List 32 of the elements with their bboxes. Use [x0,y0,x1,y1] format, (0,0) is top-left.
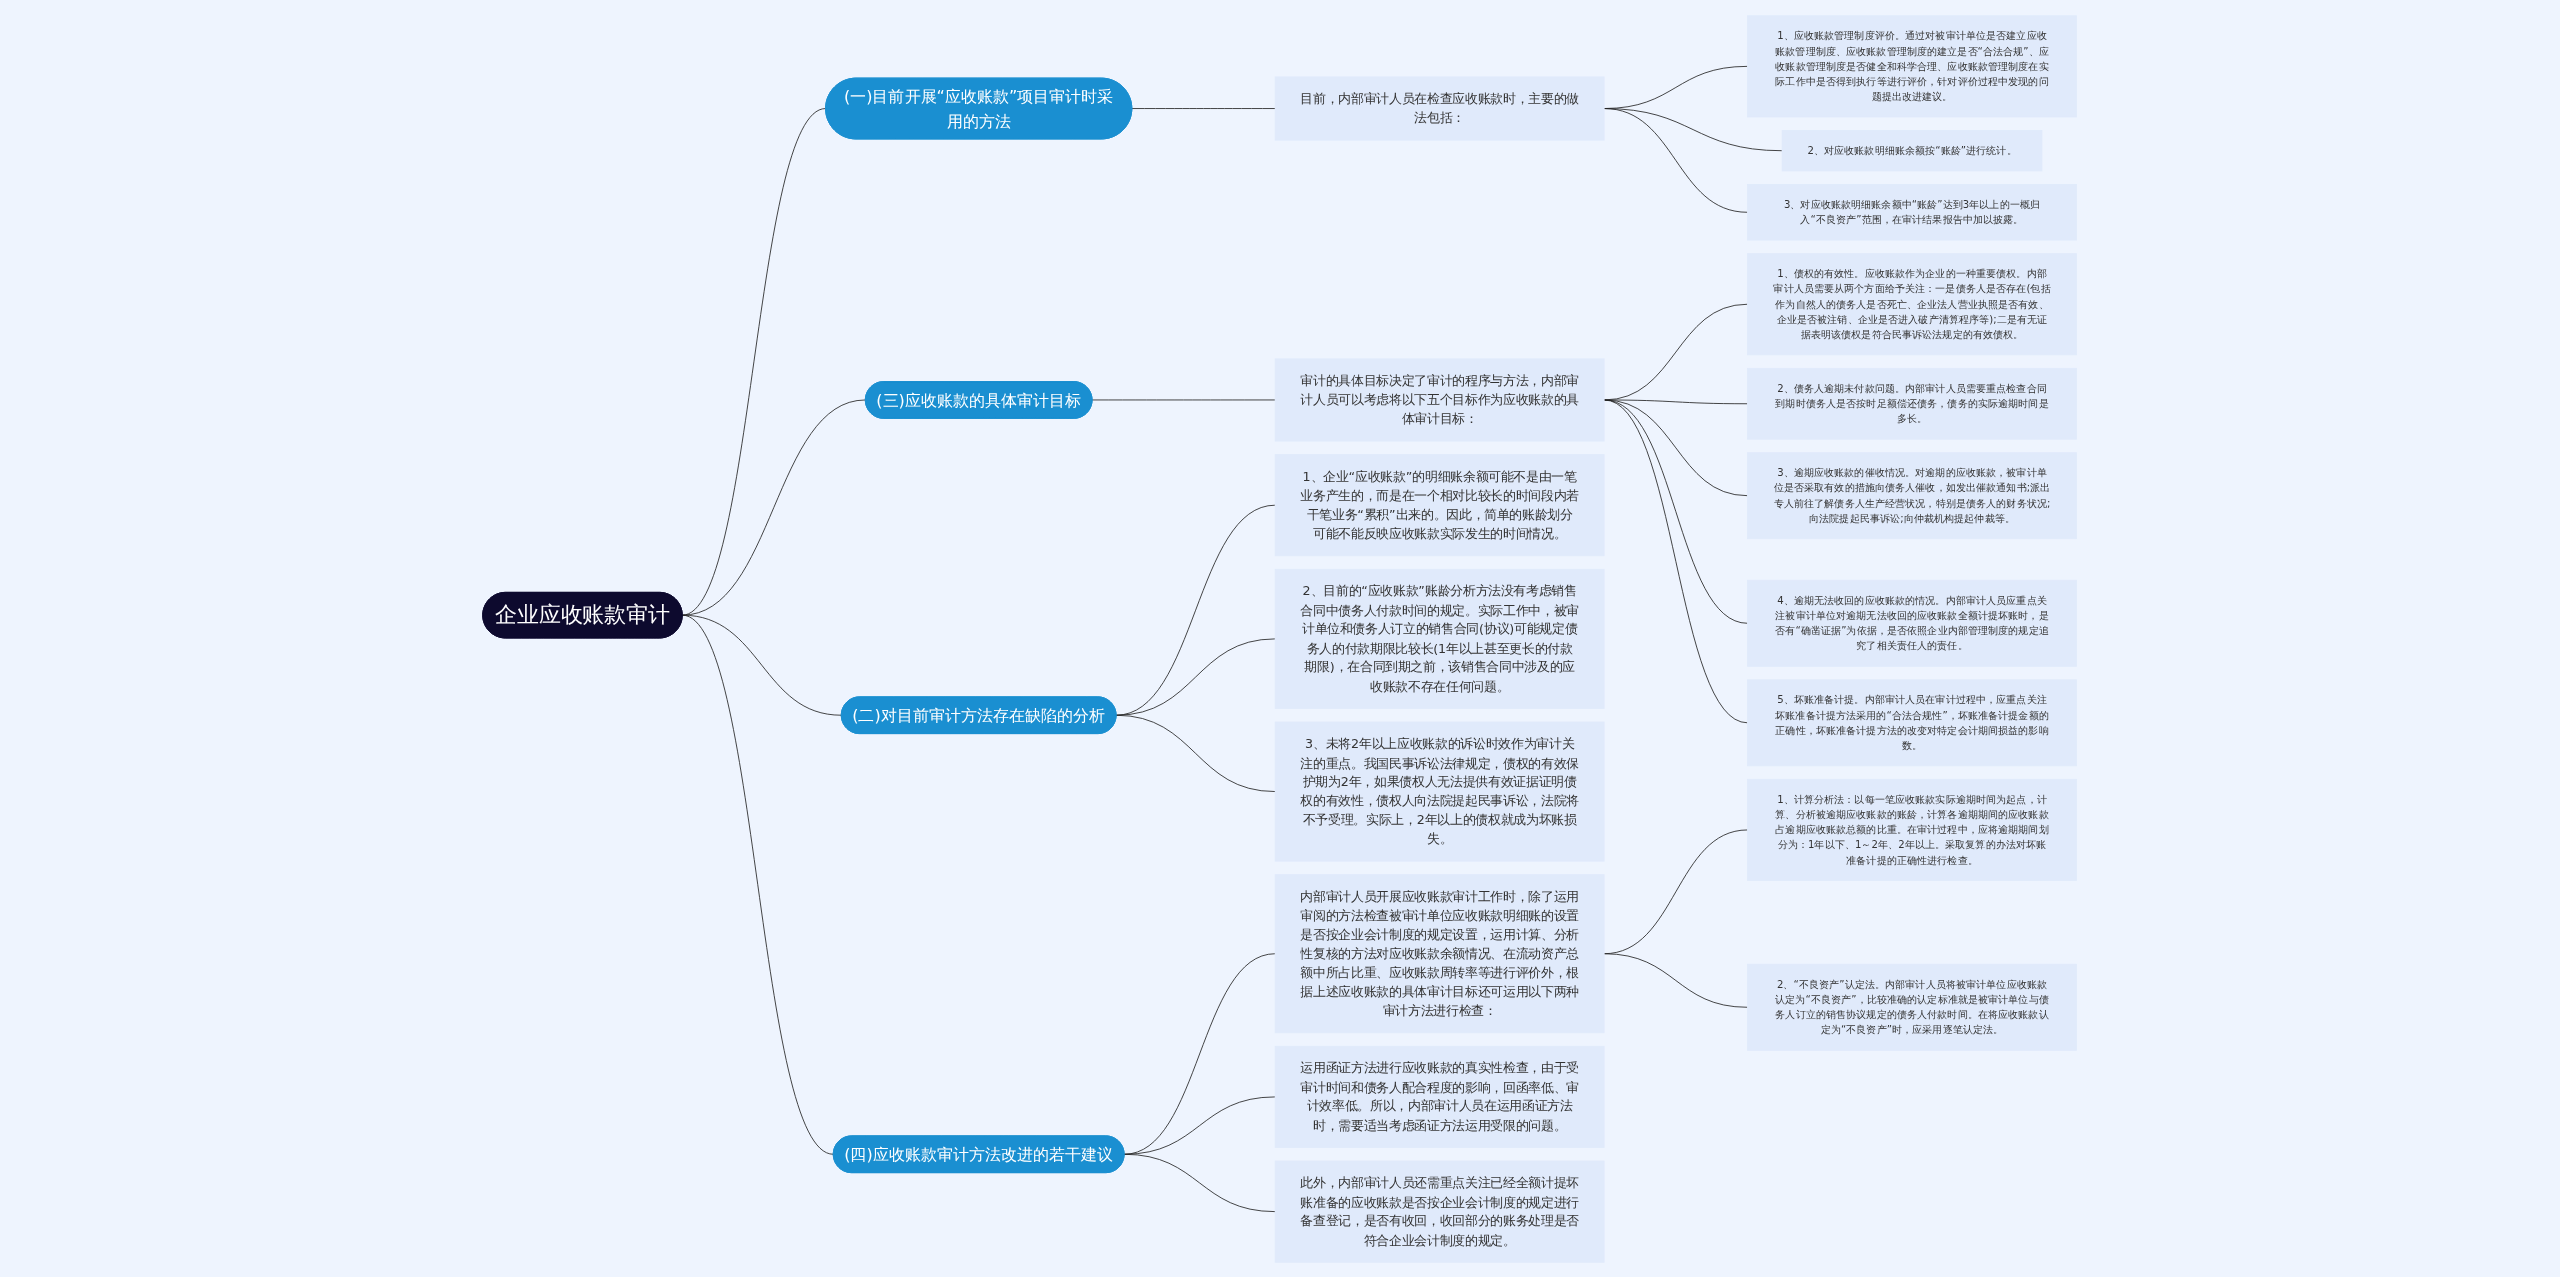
node-box: 运用函证方法进行应收账款的真实性检查，由于受审计时间和债务人配合程度的影响，回函率低、审计效率低。所以，内部审计人员在运用函证方法时，需要适当考虑函证方法运用受限的问题。 [1275,1045,1605,1148]
node-box: 1、计算分析法：以每一笔应收账款实际逾期时间为起点，计算、分析被逾期应收账款的账龄，计算各逾期期间的应收账款占逾期应收账款总额的比重。在审计过程中，应将逾期期间划分为：1年以下、1～2年、2年以上。采取复算的办法对坏账准备计提的正确性进行检查。 [1747,778,2078,881]
node-box: 3、未将2年以上应收账款的诉讼时效作为审计关注的重点。我国民事诉讼法律规定，债权的有效保护期为2年，如果债权人无法提供有效证据证明债权的有效性，债权人向法院提起民事诉讼，法院将不予受理。实际上，2年以上的债权就成为坏账损失。 [1275,721,1605,862]
node-box: 2、目前的“应收账款”账龄分析方法没有考虑销售合同中债务人付款时间的规定。实际工作中，被审计单位和债务人订立的销售合同(协议)可能规定债务人的付款期限比较长(1年以上甚至更长的付款期限)，在合同到期之前，该销售合同中涉及的应收账款不存在任何问题。 [1275,568,1605,709]
connector [1604,107,1749,213]
node-box: 目前，内部审计人员在检查应收账款时，主要的做法包括： [1275,76,1605,141]
node-box: 5、坏账准备计提。内部审计人员在审计过程中，应重点关注坏账准备计提方法采用的“合法合规性”，坏账准备计提金额的正确性，坏账准备计提方法的改变对特定会计期间损益的影响数。 [1747,678,2078,766]
node-box: 内部审计人员开展应收账款审计工作时，除了运用审阅的方法检查被审计单位应收账款明细账的设置是否按企业会计制度的规定设置，运用计算、分析性复核的方法对应收账款余额情况、在流动资产总额中所占比重、应收账款周转率等进行评价外，根据上述应收账款的具体审计目标还可运用以下两种审计方法进行检查： [1275,873,1605,1033]
connector [1604,952,1749,1008]
node-box: 1、债权的有效性。应收账款作为企业的一种重要债权。内部审计人员需要从两个方面给予关注：一是债务人是否存在(包括作为自然人的债务人是否死亡、企业法人营业执照是否有效、企业是否被注销、企业是否进入破产清算程序等);二是有无证据表明该债权是符合民事诉讼法规定的有效债权。 [1747,252,2078,355]
connector [1124,1096,1276,1155]
node-box: 3、对应收账款明细账余额中“账龄”达到3年以上的一概归入“不良资产”范围，在审计结果报告中加以披露。 [1747,183,2078,241]
node-box: 3、逾期应收账款的催收情况。对逾期的应收账款，被审计单位是否采取有效的措施向债务人催收，如发出催款通知书;派出专人前往了解债务人生产经营状况，特别是债务人的财务状况;向法院提起民事诉讼;向仲裁机构提起仲裁等。 [1747,451,2078,539]
connector [1116,714,1276,792]
node-box: 2、对应收账款明细账余额按“账龄”进行统计。 [1782,129,2043,171]
connector [1604,399,1749,723]
connector [682,614,835,1155]
node-box: 2、债务人逾期未付款问题。内部审计人员需要重点检查合同到期时债务人是否按时足额偿还债务，债务的实际逾期时间是多长。 [1747,367,2078,440]
connector [1124,1153,1276,1212]
connector [1116,637,1276,716]
connector [1604,399,1749,496]
connector [1124,952,1276,1155]
connector [1604,399,1749,624]
node-box: 2、“不良资产”认定法。内部审计人员将被审计单位应收账款认定为“不良资产”，比较准确的认定标准就是被审计单位与债务人订立的销售协议规定的债务人付款时间。在将应收账款认定为“不良资产”时，应采用逐笔认定法。 [1747,963,2078,1051]
node-box: 1、应收账款管理制度评价。通过对被审计单位是否建立应收账款管理制度、应收账款管理制度的建立是否“合法合规”、应收账款管理制度是否健全和科学合理、应收账款管理制度在实际工作中是否得到执行等进行评价，针对评价过程中发现的问题提出改进建议。 [1747,14,2078,117]
node-box: 4、逾期无法收回的应收账款的情况。内部审计人员应重点关注被审计单位对逾期无法收回的应收账款全额计提坏账时，是否有“确凿证据”为依据，是否依照企业内部管理制度的规定追究了相关责任人的责任。 [1747,579,2078,667]
connector [1116,504,1276,716]
node-box: 1、企业“应收账款”的明细账余额可能不是由一笔业务产生的，而是在一个相对比较长的时间段内若干笔业务“累积”出来的。因此，简单的账龄划分可能不能反映应收账款实际发生的时间情况。 [1275,453,1605,556]
node-box: 此外，内部审计人员还需重点关注已经全额计提坏账准备的应收账款是否按企业会计制度的规定进行备查登记，是否有收回，收回部分的账务处理是否符合企业会计制度的规定。 [1275,1160,1605,1263]
node-box: 审计的具体目标决定了审计的程序与方法，内部审计人员可以考虑将以下五个目标作为应收账款的具体审计目标： [1275,357,1605,441]
connector [1131,107,1276,109]
connector [682,399,867,616]
